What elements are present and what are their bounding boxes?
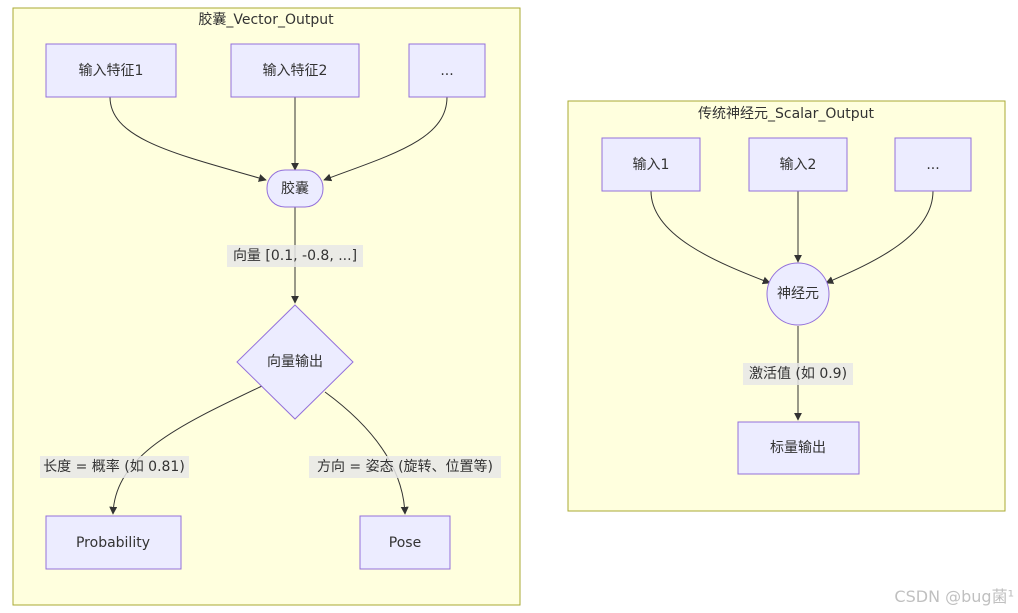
- edge-label-vector-to-pose: 方向 = 姿态 (旋转、位置等): [309, 456, 501, 478]
- node-feature1-label: 输入特征1: [79, 63, 144, 79]
- node-input1[interactable]: 输入1: [601, 137, 701, 192]
- cluster-neuron-title: 传统神经元_Scalar_Output: [698, 106, 875, 122]
- node-capsule[interactable]: 胶囊: [266, 169, 324, 208]
- node-probability-box: [45, 515, 182, 570]
- node-probability-label: Probability: [76, 535, 150, 551]
- node-pose[interactable]: Pose: [359, 515, 451, 570]
- node-input2[interactable]: 输入2: [748, 137, 848, 192]
- node-feature-more[interactable]: ...: [408, 43, 486, 98]
- node-input1-label: 输入1: [633, 157, 670, 173]
- edge-label-vector-to-pose-text: 方向 = 姿态 (旋转、位置等): [317, 458, 493, 475]
- edge-input1-to-neuron: [650, 190, 771, 285]
- node-probability[interactable]: Probability: [45, 515, 182, 570]
- edge-label-capsule-to-vector-text: 向量 [0.1, -0.8, ...]: [233, 248, 357, 264]
- node-neuron-label: 神经元: [777, 286, 819, 302]
- node-input-more-label: ...: [926, 157, 939, 173]
- node-feature1[interactable]: 输入特征1: [45, 43, 177, 98]
- edge-label-vector-to-pose-bg: [309, 456, 501, 478]
- node-feature-more-box: [408, 43, 486, 98]
- edge-label-neuron-to-scalar-text: 激活值 (如 0.9): [749, 365, 847, 382]
- node-input-more-box: [894, 137, 972, 192]
- edge-vector-output-to-probability: [109, 385, 263, 515]
- node-pose-label: Pose: [389, 535, 421, 551]
- node-input1-box: [601, 137, 701, 192]
- node-vector-output-label: 向量输出: [267, 354, 323, 370]
- node-input-more[interactable]: ...: [894, 137, 972, 192]
- node-vector-output[interactable]: 向量输出: [236, 304, 354, 420]
- cluster-capsule-box: [12, 7, 521, 606]
- node-feature1-box: [45, 43, 177, 98]
- edge-label-vector-to-probability-bg: [40, 456, 189, 478]
- cluster-capsule-vector-output: 胶囊_Vector_Output: [12, 7, 521, 606]
- node-scalar-output-label: 标量输出: [770, 440, 826, 456]
- node-input2-box: [748, 137, 848, 192]
- node-capsule-shape: [266, 169, 324, 208]
- edge-labels: 向量 [0.1, -0.8, ...] 长度 = 概率 (如 0.81) 方向 …: [40, 245, 853, 478]
- edge-more-to-neuron: [825, 190, 934, 284]
- node-feature2-box: [230, 43, 360, 98]
- node-feature2[interactable]: 输入特征2: [230, 43, 360, 98]
- node-vector-output-diamond: [236, 304, 354, 420]
- node-feature2-label: 输入特征2: [263, 63, 328, 79]
- edge-label-capsule-to-vector: 向量 [0.1, -0.8, ...]: [227, 245, 363, 267]
- edge-feature1-to-capsule: [109, 96, 267, 182]
- watermark: CSDN @bug菌¹: [894, 587, 1014, 606]
- node-scalar-output[interactable]: 标量输出: [737, 421, 860, 475]
- node-neuron[interactable]: 神经元: [766, 262, 830, 326]
- node-neuron-circle: [766, 262, 830, 326]
- edge-vector-output-to-pose: [324, 391, 409, 515]
- node-input2-label: 输入2: [780, 157, 817, 173]
- node-scalar-output-box: [737, 421, 860, 475]
- edge-label-vector-to-probability: 长度 = 概率 (如 0.81): [40, 456, 189, 478]
- node-capsule-label: 胶囊: [281, 180, 309, 197]
- cluster-capsule-title: 胶囊_Vector_Output: [198, 11, 334, 28]
- edges: [109, 96, 934, 515]
- edge-label-neuron-to-scalar-bg: [743, 363, 853, 385]
- node-feature-more-label: ...: [440, 63, 453, 79]
- edge-more-to-capsule: [323, 96, 448, 182]
- edge-label-capsule-to-vector-bg: [227, 245, 363, 267]
- edge-label-vector-to-probability-text: 长度 = 概率 (如 0.81): [43, 458, 185, 475]
- edge-label-neuron-to-scalar: 激活值 (如 0.9): [743, 363, 853, 385]
- node-pose-box: [359, 515, 451, 570]
